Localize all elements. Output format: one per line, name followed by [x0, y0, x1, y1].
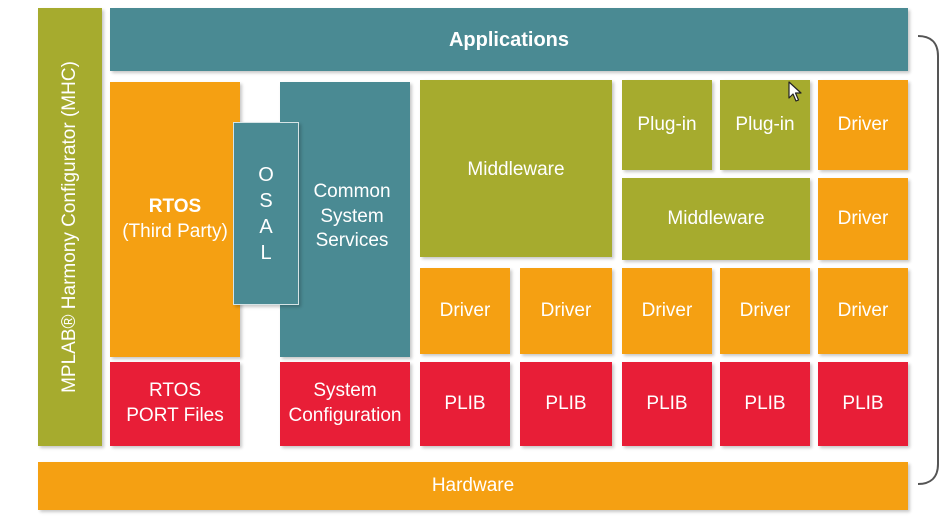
rtos-title: RTOS [148, 195, 202, 217]
osal-block: O S A L [233, 122, 299, 305]
rtos-port-line-2: PORT Files [126, 405, 224, 426]
plib-label-2: PLIB [545, 392, 587, 414]
mouse-cursor-icon [788, 81, 802, 102]
driver-block-4: Driver [720, 268, 810, 354]
hardware-block: Hardware [38, 462, 908, 510]
plugin-label-1: Plug-in [637, 113, 697, 135]
driver-label-4: Driver [739, 299, 791, 321]
bracket-icon [917, 35, 939, 485]
system-configuration-block: System Configuration [280, 362, 410, 446]
plib-block-1: PLIB [420, 362, 510, 446]
driver-block-5: Driver [818, 268, 908, 354]
hardware-label: Hardware [431, 474, 515, 496]
driver-label-right-1: Driver [837, 113, 889, 135]
middleware-secondary-label: Middleware [667, 207, 765, 229]
plib-block-2: PLIB [520, 362, 612, 446]
driver-block-2: Driver [520, 268, 612, 354]
middleware-main-label: Middleware [467, 159, 565, 180]
plib-label-3: PLIB [646, 392, 688, 414]
mhc-label: MPLAB® Harmony Configurator (MHC) [59, 61, 80, 393]
plib-label-4: PLIB [744, 392, 786, 414]
rtos-port-line-1: RTOS [148, 380, 202, 402]
plugin-block-1: Plug-in [622, 80, 712, 170]
css-line-3: Services [315, 230, 389, 252]
middleware-main-block: Middleware [420, 80, 612, 257]
system-config-line-2: Configuration [288, 405, 402, 426]
driver-label-5: Driver [837, 299, 889, 321]
plib-label-1: PLIB [444, 392, 486, 414]
osal-letter-s: S [259, 189, 273, 212]
css-line-1: Common [313, 181, 391, 202]
system-config-line-1: System [313, 380, 377, 402]
plib-block-3: PLIB [622, 362, 712, 446]
driver-block-right-2: Driver [818, 178, 908, 260]
rtos-block: RTOS (Third Party) [110, 82, 240, 357]
mhc-bar: MPLAB® Harmony Configurator (MHC) [38, 8, 102, 446]
driver-block-1: Driver [420, 268, 510, 354]
osal-letter-o: O [258, 163, 274, 186]
driver-block-right-1: Driver [818, 80, 908, 170]
rtos-subtitle: (Third Party) [122, 220, 228, 242]
osal-letter-a: A [259, 215, 273, 238]
driver-block-3: Driver [622, 268, 712, 354]
plugin-label-2: Plug-in [735, 113, 795, 135]
common-system-services-block: Common System Services [280, 82, 410, 357]
driver-label-1: Driver [439, 299, 491, 321]
plib-block-5: PLIB [818, 362, 908, 446]
driver-label-right-2: Driver [837, 207, 889, 229]
driver-label-2: Driver [540, 299, 592, 321]
osal-letter-l: L [260, 241, 272, 264]
plib-label-5: PLIB [842, 392, 884, 414]
applications-block: Applications [110, 8, 908, 71]
rtos-port-files-block: RTOS PORT Files [110, 362, 240, 446]
plib-block-4: PLIB [720, 362, 810, 446]
css-line-2: System [320, 205, 384, 227]
middleware-secondary-block: Middleware [622, 178, 810, 260]
applications-label: Applications [448, 28, 569, 51]
driver-label-3: Driver [641, 299, 693, 321]
